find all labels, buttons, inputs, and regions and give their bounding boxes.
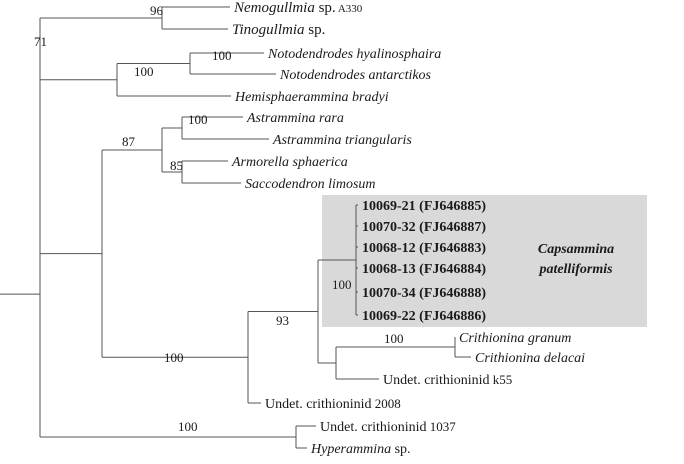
taxon-label: Notodendrodes antarctikos [279, 68, 432, 83]
support-values: 96 71 100 100 100 87 85 100 93 100 100 100 [34, 3, 404, 434]
support-value: 100 [384, 331, 404, 346]
taxon-label: 10069-22 (FJ646886) [362, 309, 486, 324]
taxon-label: 10069-21 (FJ646885) [362, 199, 486, 214]
taxon-label: Nemogullmia sp. A330 [233, 0, 363, 16]
taxon-label: Undet. crithioninid 2008 [265, 396, 401, 412]
taxon-label: Tinogullmia sp. [232, 22, 325, 38]
support-value: 87 [122, 134, 136, 149]
capsammina-highlight-box [322, 195, 647, 327]
taxon-label: Undet. crithioninid k55 [383, 372, 512, 388]
taxon-label: 10070-34 (FJ646888) [362, 286, 486, 301]
taxon-label: Hemisphaerammina bradyi [234, 90, 389, 105]
taxon-label: 10068-12 (FJ646883) [362, 241, 486, 256]
support-value: 71 [34, 34, 47, 49]
support-value: 96 [150, 3, 164, 18]
support-value: 100 [178, 419, 198, 434]
taxon-label: 10068-13 (FJ646884) [362, 262, 486, 277]
support-value: 100 [134, 64, 154, 79]
taxon-label: 10070-32 (FJ646887) [362, 220, 486, 235]
support-value: 85 [170, 158, 183, 173]
taxon-label: Undet. crithioninid 1037 [320, 419, 456, 435]
support-value: 93 [276, 313, 289, 328]
support-value: 100 [188, 112, 208, 127]
support-value: 100 [164, 350, 184, 365]
taxon-label: Astrammina rara [246, 111, 344, 126]
taxon-label: Crithionina delacai [475, 351, 585, 366]
taxon-label: Astrammina triangularis [272, 133, 412, 148]
taxon-label: Saccodendron limosum [245, 177, 376, 192]
taxon-label: Hyperammina sp. [310, 442, 411, 457]
highlight-label-line2: patelliformis [538, 262, 613, 277]
taxon-label: Crithionina granum [459, 331, 571, 346]
taxon-label: Armorella sphaerica [231, 155, 348, 170]
support-value: 100 [212, 48, 232, 63]
tree-branches [0, 6, 471, 449]
taxon-label: Notodendrodes hyalinosphaira [267, 47, 441, 62]
highlight-label-line1: Capsammina [538, 242, 614, 257]
support-value: 100 [332, 277, 352, 292]
